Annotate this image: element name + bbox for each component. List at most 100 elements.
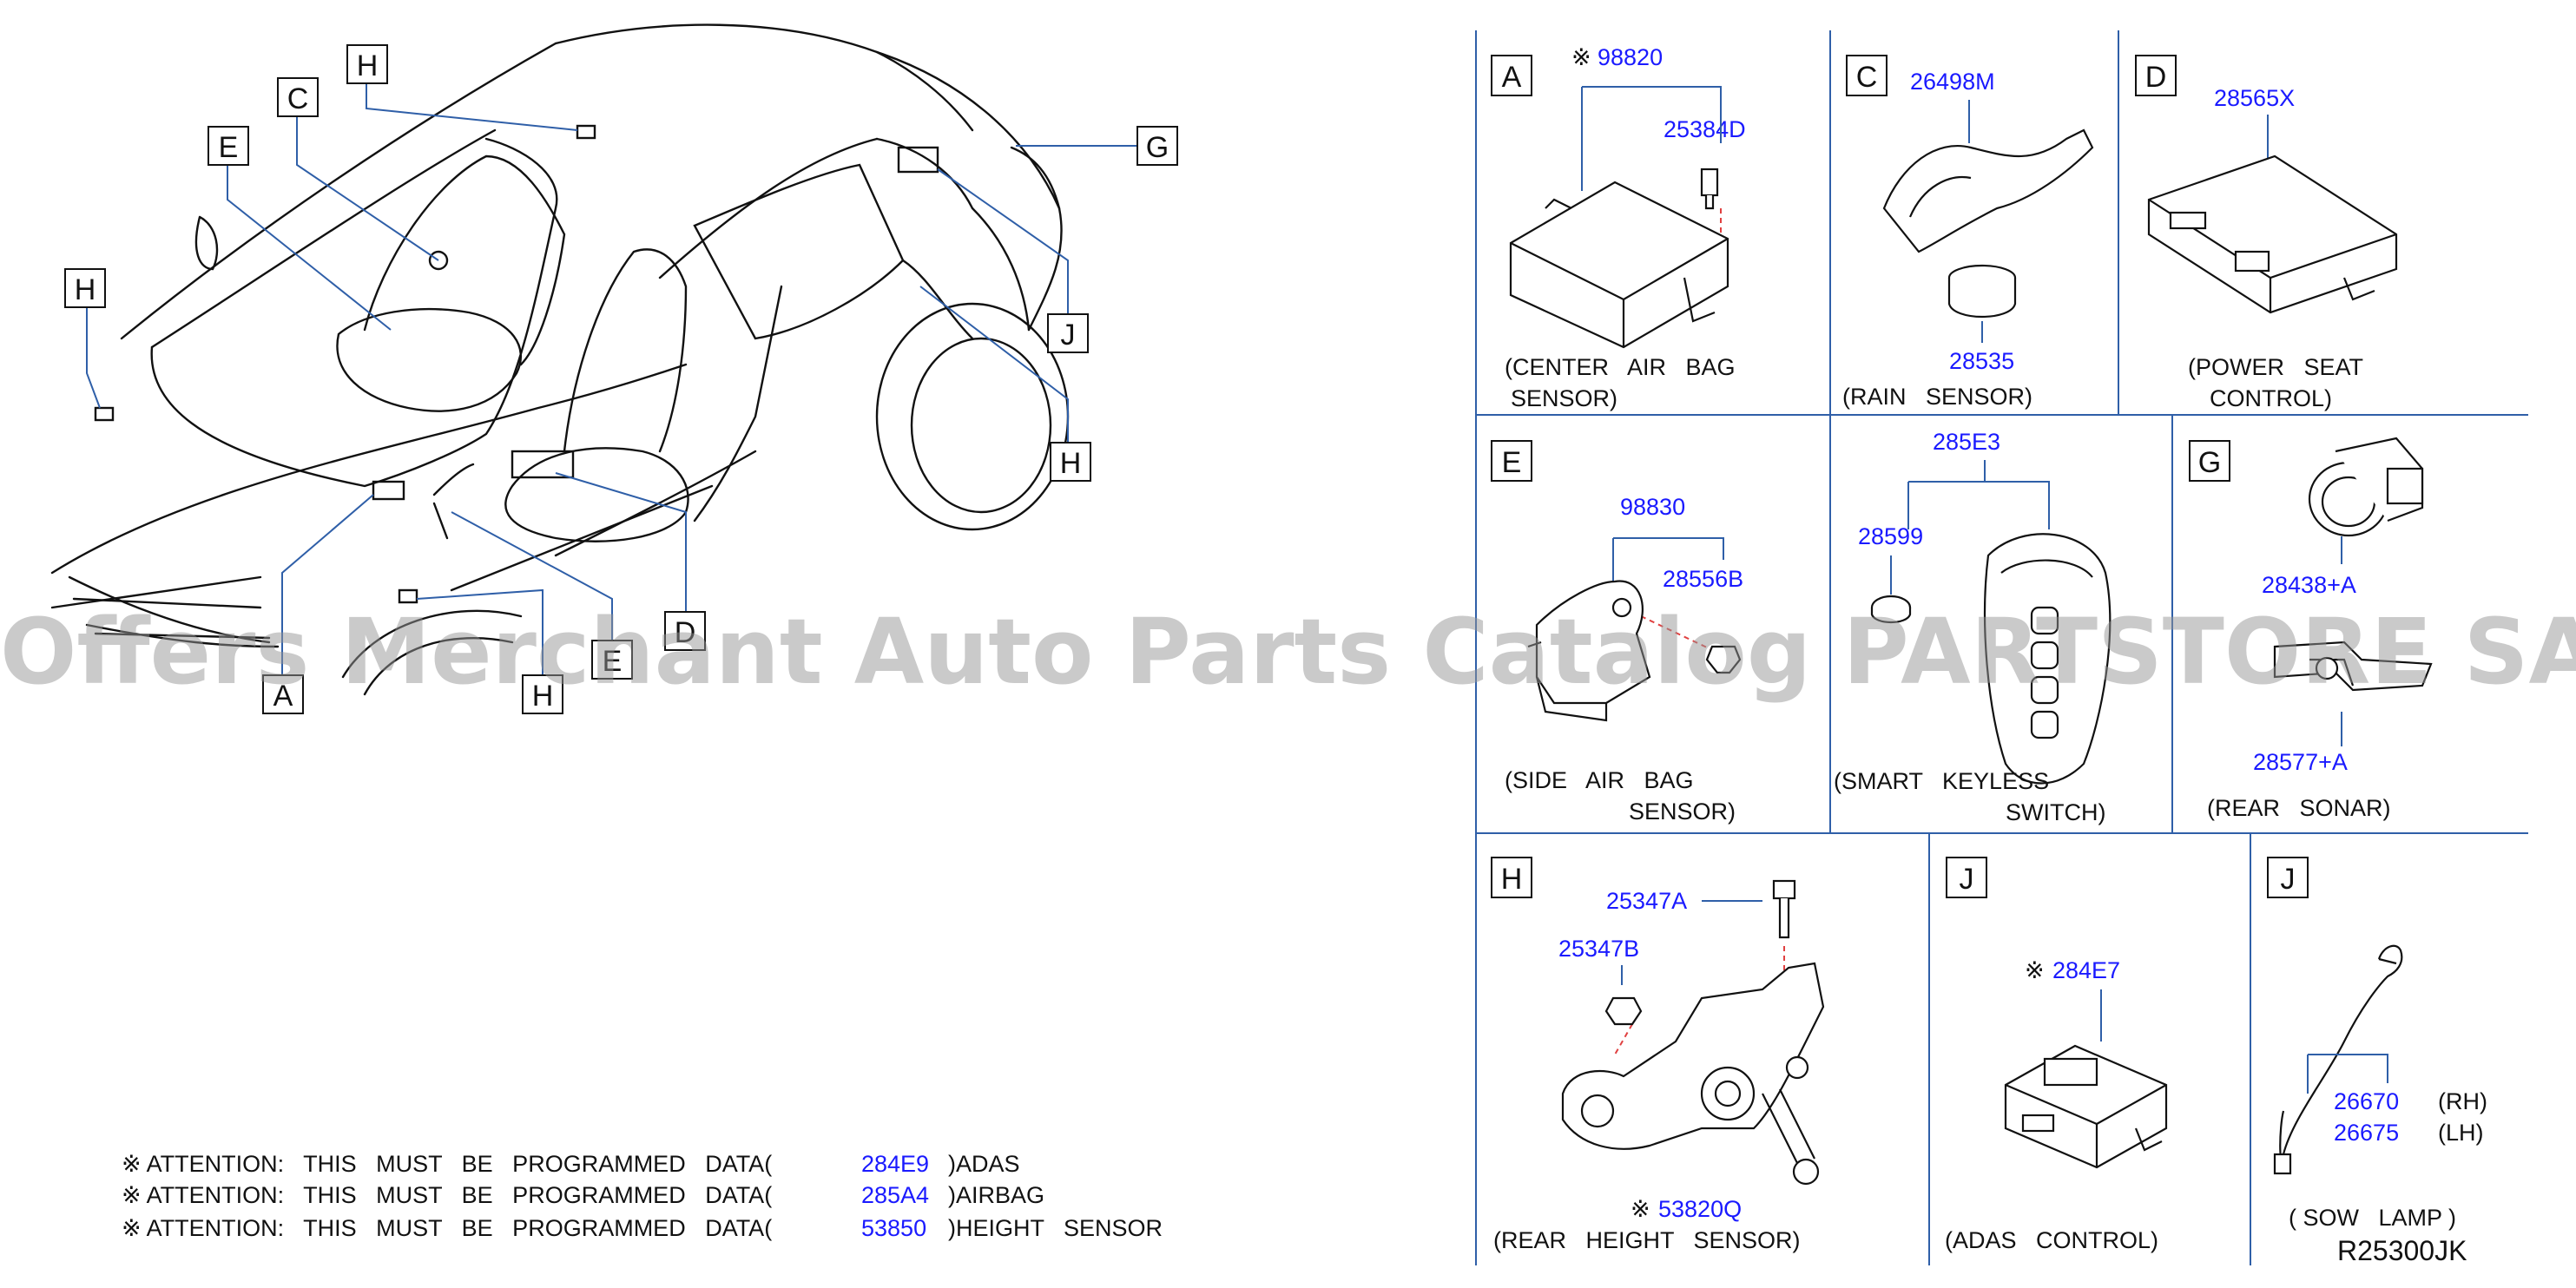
panel-h-mark: ※ (1631, 1196, 1650, 1222)
part-25384d[interactable]: 25384D (1664, 116, 1746, 142)
vehicle-overview (50, 23, 1070, 696)
part-28535[interactable]: 28535 (1949, 348, 2014, 374)
rain-sensor-drawing (1947, 264, 2017, 318)
svg-text:D: D (675, 616, 696, 649)
panel-j-adas-caption: (ADAS CONTROL) (1945, 1227, 2158, 1253)
attention-notes: ※ ATTENTION: THIS MUST BE PROGRAMMED DAT… (122, 1151, 1163, 1241)
part-28438a[interactable]: 28438+A (2262, 572, 2356, 598)
coin-battery-drawing (1870, 595, 1912, 624)
panel-smart-keyless-caption-1: (SMART KEYLESS (1834, 768, 2049, 794)
panel-d: D 28565X (POWER SEAT CONTROL) (2135, 55, 2398, 411)
part-28599[interactable]: 28599 (1858, 523, 1923, 549)
panel-g-letter: G (2198, 446, 2221, 479)
svg-text:G: G (1146, 131, 1169, 164)
panel-a-letter: A (1502, 61, 1522, 94)
panel-j-lamp: J 26670 (RH) 26675 (LH) ( SOW LAMP ) R25… (2267, 857, 2487, 1266)
panel-d-letter: D (2145, 61, 2167, 94)
panel-smart-keyless: 285E3 28599 (SMART KEYLESS SWITCH) (1834, 429, 2112, 825)
rear-height-sensor-drawing (1561, 879, 1825, 1186)
svg-text:※ ATTENTION: THIS MUST B: ※ ATTENTION: THIS MUST BE PROGRAMMED DAT… (122, 1182, 772, 1208)
svg-text:J: J (1061, 319, 1076, 352)
adas-control-drawing (2004, 1044, 2168, 1169)
part-25347b[interactable]: 25347B (1558, 936, 1639, 962)
attention-line-3: ※ ATTENTION: THIS MUST BE PROGRAMMED DAT… (122, 1215, 1163, 1241)
part-285e3[interactable]: 285E3 (1933, 429, 2000, 455)
svg-text:)AIRBAG: )AIRBAG (948, 1182, 1044, 1208)
panel-c-caption: (RAIN SENSOR) (1842, 384, 2032, 410)
sow-lamp-drawing (2273, 944, 2403, 1175)
callout-j: J (1047, 313, 1089, 353)
panel-a-caption-2: SENSOR) (1511, 385, 1617, 411)
svg-text:H: H (1060, 447, 1082, 480)
svg-text:H: H (532, 680, 554, 713)
svg-text:H: H (75, 273, 96, 306)
panel-g: G 28438+A 28577+A (REAR SONAR) (2189, 437, 2433, 821)
part-98820[interactable]: 98820 (1598, 44, 1663, 70)
power-seat-control-drawing (2147, 154, 2398, 314)
callout-a: A (262, 674, 304, 714)
callout-h-bottom: H (522, 674, 563, 714)
overview-leader-lines (86, 82, 1137, 694)
part-28577a[interactable]: 28577+A (2253, 749, 2348, 775)
panel-d-caption-2: CONTROL) (2210, 385, 2332, 411)
panel-h-letter: H (1501, 863, 1523, 896)
svg-text:284E9: 284E9 (861, 1151, 929, 1177)
svg-text:285A4: 285A4 (861, 1182, 929, 1208)
callout-h-top: H (346, 44, 388, 84)
svg-text:)HEIGHT SENSOR: )HEIGHT SENSOR (948, 1215, 1163, 1241)
panel-c-letter: C (1856, 61, 1878, 94)
rear-sonar-bracket-drawing (2273, 641, 2433, 692)
callout-h-left: H (64, 268, 106, 308)
part-26498m[interactable]: 26498M (1910, 69, 1995, 95)
callout-g: G (1136, 126, 1178, 166)
svg-text:C: C (287, 82, 309, 115)
callout-e-bottom: E (591, 640, 633, 680)
callout-e: E (208, 126, 249, 166)
panel-d-caption-1: (POWER SEAT (2188, 354, 2363, 380)
svg-text:53850: 53850 (861, 1215, 926, 1241)
svg-text:)ADAS: )ADAS (948, 1151, 1020, 1177)
part-98830[interactable]: 98830 (1620, 494, 1685, 520)
panel-smart-keyless-caption-2: SWITCH) (2006, 799, 2105, 825)
part-28565x[interactable]: 28565X (2214, 85, 2295, 111)
svg-text:E: E (219, 131, 239, 164)
callout-c: C (277, 77, 319, 117)
center-air-bag-sensor-drawing (1509, 168, 1729, 349)
parts-panels: A ※ 98820 25384D (CENTER AIR BAG SENSOR)… (1491, 44, 2487, 1266)
panel-e-caption-1: (SIDE AIR BAG (1505, 767, 1694, 793)
panel-a: A ※ 98820 25384D (CENTER AIR BAG SENSOR) (1491, 44, 1746, 411)
rear-sonar-sensor-drawing (2308, 437, 2424, 537)
attention-line-2: ※ ATTENTION: THIS MUST BE PROGRAMMED DAT… (122, 1182, 1044, 1208)
panel-grid (1475, 30, 2528, 1265)
rain-sensor-cover-drawing (1882, 128, 2094, 253)
svg-text:※ ATTENTION: THIS MUST B: ※ ATTENTION: THIS MUST BE PROGRAMMED DAT… (122, 1151, 772, 1177)
part-28556b[interactable]: 28556B (1663, 566, 1743, 592)
overview-callouts: H C E H G J H A H E D (64, 44, 1178, 714)
svg-text:H: H (357, 49, 379, 82)
panel-j-lamp-letter: J (2281, 863, 2296, 896)
panel-h: H 25347A 25347B ※ 53820Q (REAR HEIGH (1491, 857, 1825, 1253)
part-26675[interactable]: 26675 (2334, 1120, 2399, 1146)
panel-j-lamp-caption: ( SOW LAMP ) (2289, 1205, 2456, 1231)
panel-e: E 98830 28556B (SIDE AIR BAG SENSOR) (1491, 440, 1743, 825)
svg-text:E: E (603, 645, 623, 678)
part-26670[interactable]: 26670 (2334, 1088, 2399, 1114)
diagram-code: R25300JK (2337, 1235, 2467, 1266)
panel-j-adas-mark: ※ (2025, 957, 2045, 983)
part-53820q[interactable]: 53820Q (1658, 1196, 1742, 1222)
smart-key-fob-drawing (1983, 533, 2112, 785)
callout-h-right: H (1050, 442, 1091, 482)
side-air-bag-sensor-drawing (1527, 580, 1742, 722)
panel-j-adas: J ※ 284E7 (ADAS CONTROL) (1945, 857, 2168, 1253)
label-rh: (RH) (2438, 1088, 2487, 1114)
panel-e-caption-2: SENSOR) (1629, 798, 1736, 825)
callout-d: D (664, 611, 706, 651)
svg-text:A: A (273, 680, 293, 713)
panel-c: C 26498M 28535 (RAIN SENSOR) (1842, 55, 2094, 410)
part-25347a[interactable]: 25347A (1606, 888, 1687, 914)
part-284e7[interactable]: 284E7 (2052, 957, 2120, 983)
panel-h-caption: (REAR HEIGHT SENSOR) (1493, 1227, 1801, 1253)
panel-g-caption: (REAR SONAR) (2207, 795, 2391, 821)
label-lh: (LH) (2438, 1120, 2484, 1146)
